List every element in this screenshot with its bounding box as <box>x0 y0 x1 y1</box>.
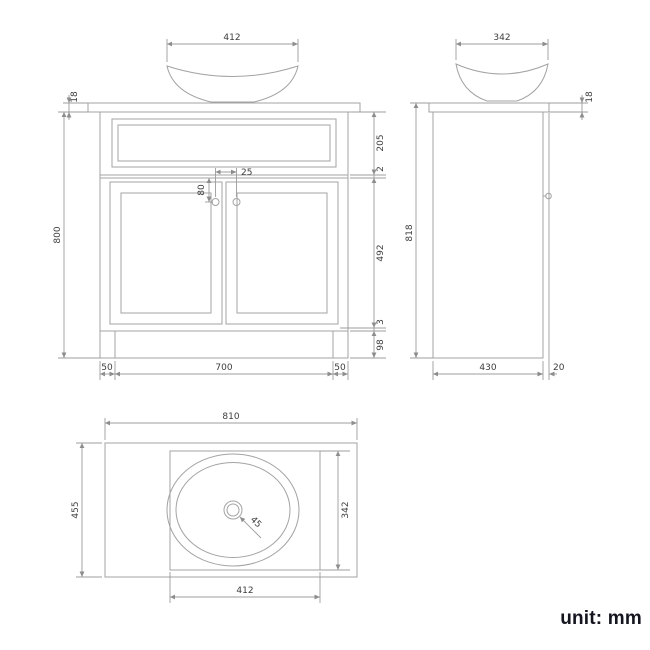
dim-top-section-label: 205 <box>376 134 386 151</box>
dim-right-leg-label: 50 <box>334 363 346 373</box>
countertop-front <box>87 102 361 113</box>
dim-counter-width-label: 810 <box>222 412 239 422</box>
door-right <box>225 181 339 325</box>
dim-counter-thickness-side-label: 18 <box>585 91 595 103</box>
dim-drain-offset: 45 <box>239 515 263 539</box>
sink-cutout-rect <box>169 450 321 571</box>
dim-basin-depth: 342 <box>455 33 549 60</box>
dim-cabinet-depth-label: 430 <box>479 363 496 373</box>
cabinet-front <box>99 111 349 332</box>
dim-right-chain-front: 205 2 492 3 98 <box>340 111 386 359</box>
basin-front-outline <box>166 65 299 103</box>
basin-side-outline <box>455 63 549 102</box>
dim-top-gap-label: 2 <box>376 166 386 172</box>
dim-basin-width-label: 412 <box>223 33 240 43</box>
dim-counter-overhang-label: 20 <box>553 363 565 373</box>
dim-plinth-height-label: 98 <box>376 339 386 351</box>
top-view: 810 455 342 412 45 <box>71 412 358 603</box>
front-view: 412 18 800 205 2 <box>53 33 386 380</box>
drain-outer <box>223 500 243 520</box>
sink-rim-outer <box>166 453 300 567</box>
sink-rim-inner <box>175 462 291 558</box>
dim-counter-thickness-side: 18 <box>549 91 595 120</box>
door-right-panel <box>236 192 328 314</box>
countertop-side <box>428 102 550 113</box>
dim-counter-width: 810 <box>104 412 358 440</box>
top-panel-inner <box>117 124 331 162</box>
dim-basin-depth-label: 342 <box>493 33 510 43</box>
door-handle-side <box>545 192 552 200</box>
knob-right <box>232 198 241 206</box>
dim-basin-width: 412 <box>166 33 299 62</box>
dim-knob-drop-label: 80 <box>197 184 207 196</box>
dim-cabinet-height: 800 <box>53 112 100 359</box>
countertop-top <box>104 442 358 578</box>
dim-knob-spacing-label: 25 <box>241 168 252 178</box>
dim-bottom-chain-side: 430 20 <box>432 113 565 380</box>
cabinet-side <box>432 111 544 359</box>
door-left-panel <box>120 192 212 314</box>
dim-cutout-width: 412 <box>169 572 321 603</box>
drain-inner <box>226 503 240 517</box>
door-left <box>109 181 223 325</box>
dim-door-span-label: 700 <box>215 363 232 373</box>
plinth-front <box>99 330 349 359</box>
knob-left <box>211 198 220 206</box>
dim-cutout-width-label: 412 <box>236 586 253 596</box>
dim-counter-thickness-front: 18 <box>58 91 88 120</box>
dim-knob-spacing: 25 <box>215 168 252 197</box>
dim-cutout-depth: 342 <box>320 450 351 571</box>
side-view: 342 18 818 430 20 <box>405 33 595 380</box>
dim-cutout-depth-label: 342 <box>341 501 351 518</box>
dim-bottom-gap-label: 3 <box>376 319 386 325</box>
dim-counter-depth-label: 455 <box>71 501 81 518</box>
dim-counter-depth: 455 <box>71 442 102 578</box>
dim-total-height-label: 818 <box>405 224 415 241</box>
top-panel-outer <box>111 118 337 168</box>
dim-counter-thickness-label: 18 <box>70 91 80 103</box>
unit-label: unit: mm <box>560 608 642 629</box>
dim-left-leg-label: 50 <box>101 363 113 373</box>
dim-total-height: 818 <box>405 102 433 359</box>
drain-offset-line <box>239 516 262 539</box>
dim-cabinet-height-label: 800 <box>53 226 63 243</box>
dim-bottom-chain-front: 50 700 50 <box>99 361 349 380</box>
dim-door-height-label: 492 <box>376 244 386 261</box>
dim-drain-offset-label: 45 <box>248 515 263 530</box>
dim-knob-drop: 80 <box>197 178 213 203</box>
